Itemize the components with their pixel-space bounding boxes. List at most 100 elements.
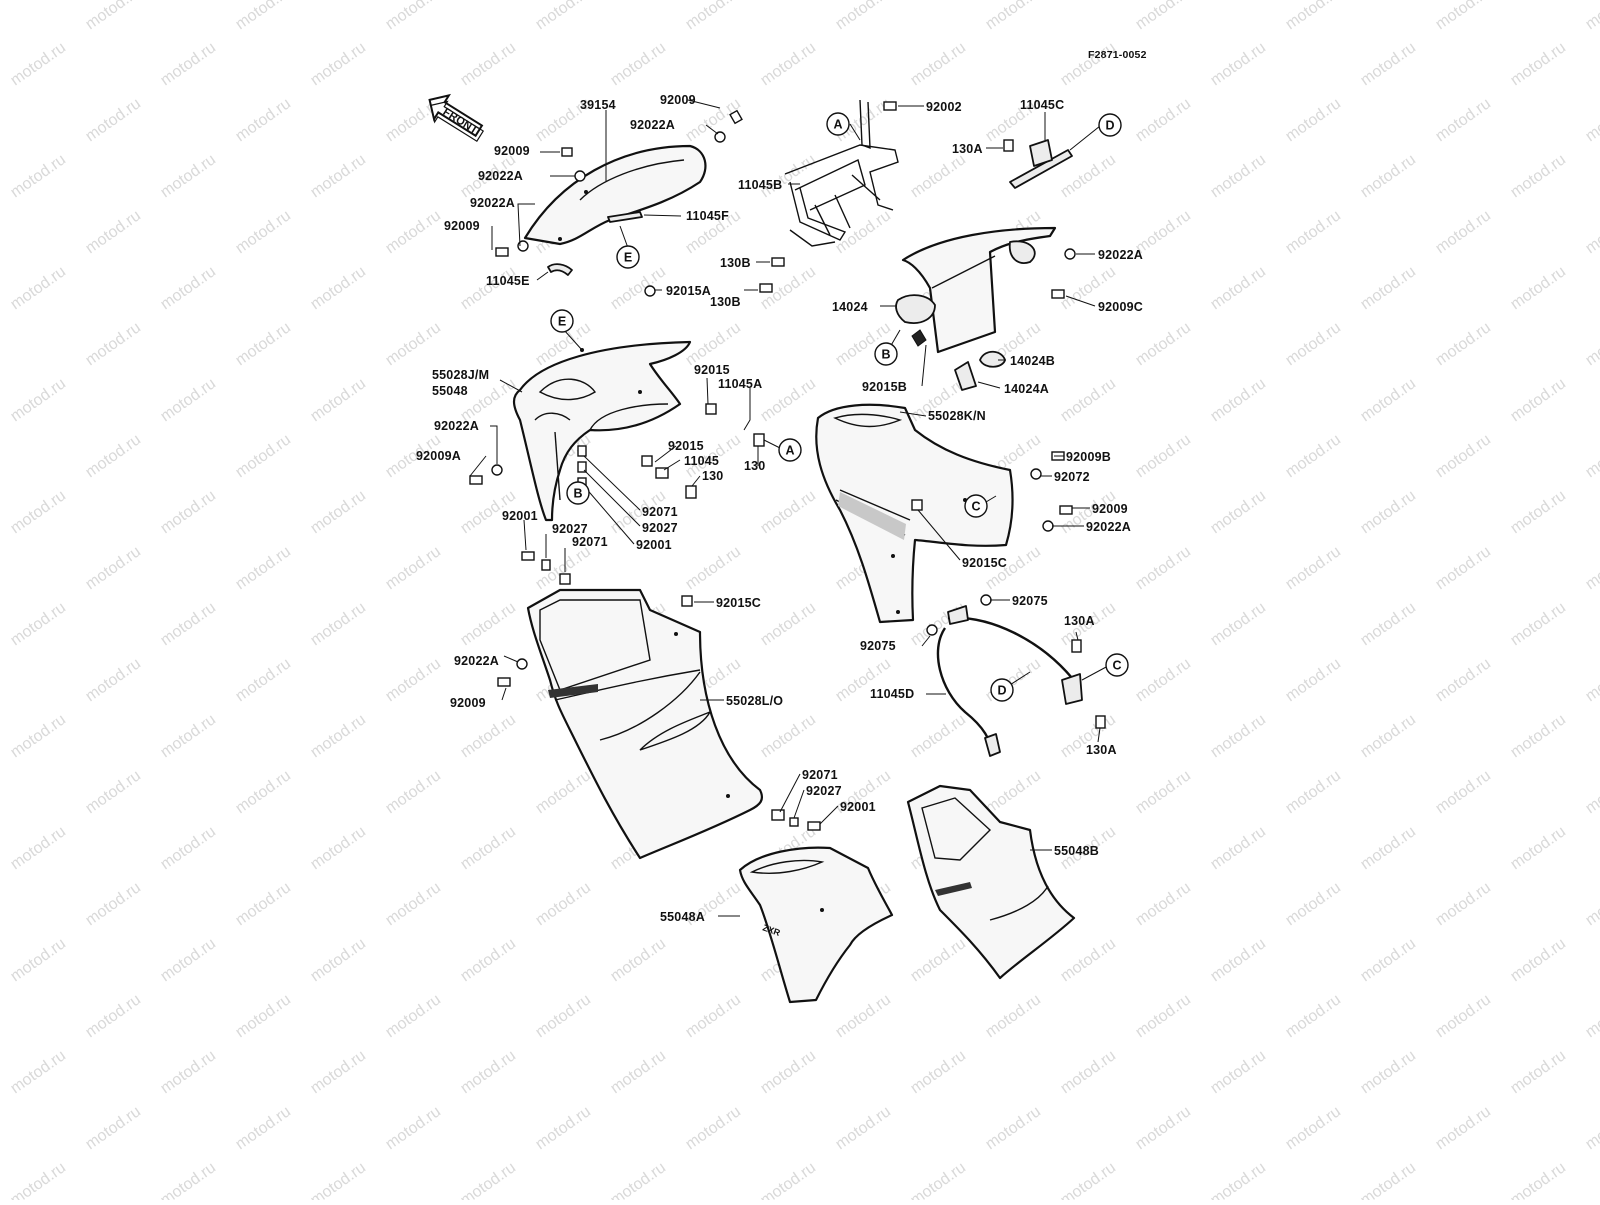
watermark-text: motod.ru xyxy=(1508,1047,1569,1097)
part-label: 130A xyxy=(1064,614,1095,628)
watermark-text: motod.ru xyxy=(383,319,444,369)
marker-B: B xyxy=(566,481,590,505)
watermark-text: motod.ru xyxy=(1058,39,1119,89)
watermark-text: motod.ru xyxy=(1433,991,1494,1041)
watermark-text: motod.ru xyxy=(158,151,219,201)
bracket-11045F xyxy=(607,211,643,223)
part-label: 39154 xyxy=(580,98,616,112)
watermark-text: motod.ru xyxy=(533,0,594,33)
watermark-text: motod.ru xyxy=(608,1047,669,1097)
watermark-text: motod.ru xyxy=(1433,879,1494,929)
part-label: 92015 xyxy=(694,363,730,377)
watermark-text: motod.ru xyxy=(1208,1047,1269,1097)
diagram-code: F2871-0052 xyxy=(1088,49,1147,61)
watermark-text: motod.ru xyxy=(8,599,69,649)
part-label: 55048B xyxy=(1054,844,1099,858)
watermark-text: motod.ru xyxy=(1358,375,1419,425)
watermark-text: motod.ru xyxy=(758,151,819,201)
watermark-text: motod.ru xyxy=(1358,599,1419,649)
watermark-text: motod.ru xyxy=(383,0,444,33)
watermark-text: motod.ru xyxy=(1583,207,1600,257)
part-label: 92002 xyxy=(926,100,962,114)
watermark-text: motod.ru xyxy=(1433,319,1494,369)
part-label: 92015C xyxy=(716,596,761,610)
part-label: 92001 xyxy=(636,538,672,552)
part-label: 92009 xyxy=(494,144,530,158)
watermark-text: motod.ru xyxy=(608,39,669,89)
watermark-text: motod.ru xyxy=(833,1103,894,1153)
svg-text:D: D xyxy=(1105,119,1114,133)
watermark-text: motod.ru xyxy=(1433,1103,1494,1153)
watermark-text: motod.ru xyxy=(383,1103,444,1153)
marker-C: C xyxy=(1105,653,1129,677)
watermark-text: motod.ru xyxy=(383,991,444,1041)
svg-text:C: C xyxy=(1112,659,1121,673)
watermark-text: motod.ru xyxy=(683,543,744,593)
watermark-text: motod.ru xyxy=(1208,1159,1269,1200)
part-label: 92075 xyxy=(860,639,896,653)
watermark-text: motod.ru xyxy=(758,39,819,89)
part-label: 130 xyxy=(702,469,723,483)
watermark-text: motod.ru xyxy=(1508,375,1569,425)
part-label: 92015A xyxy=(666,284,711,298)
watermark-text: motod.ru xyxy=(983,655,1044,705)
watermark-text: motod.ru xyxy=(1583,1103,1600,1153)
part-label: 92071 xyxy=(802,768,838,782)
watermark-text: motod.ru xyxy=(833,0,894,33)
part-label: 92015C xyxy=(962,556,1007,570)
part-label: 11045B xyxy=(738,178,782,192)
watermark-text: motod.ru xyxy=(1358,1159,1419,1200)
watermark-text: motod.ru xyxy=(83,0,144,33)
watermark-text: motod.ru xyxy=(233,991,294,1041)
part-label: 11045C xyxy=(1020,98,1064,112)
watermark-text: motod.ru xyxy=(908,39,969,89)
watermark-text: motod.ru xyxy=(758,1047,819,1097)
watermark-text: motod.ru xyxy=(1283,207,1344,257)
part-label: 92015B xyxy=(862,380,907,394)
watermark-text: motod.ru xyxy=(158,375,219,425)
watermark-text: motod.ru xyxy=(1208,151,1269,201)
svg-text:B: B xyxy=(573,487,582,501)
part-label: 92022A xyxy=(1098,248,1143,262)
marker-E: E xyxy=(616,245,640,269)
watermark-text: motod.ru xyxy=(158,823,219,873)
watermark-text: motod.ru xyxy=(683,991,744,1041)
watermark-text: motod.ru xyxy=(758,1159,819,1200)
watermark-text: motod.ru xyxy=(608,1159,669,1200)
watermark-text: motod.ru xyxy=(1133,991,1194,1041)
watermark-text: motod.ru xyxy=(83,767,144,817)
watermark-text: motod.ru xyxy=(458,1159,519,1200)
part-label: 92022A xyxy=(454,654,499,668)
part-label: 92022A xyxy=(630,118,675,132)
watermark-text: motod.ru xyxy=(308,263,369,313)
watermark-text: motod.ru xyxy=(83,879,144,929)
watermark-text: motod.ru xyxy=(1208,935,1269,985)
watermark-text: motod.ru xyxy=(1508,711,1569,761)
svg-text:A: A xyxy=(785,444,794,458)
watermark-text: motod.ru xyxy=(308,151,369,201)
watermark-text: motod.ru xyxy=(758,711,819,761)
watermark-text: motod.ru xyxy=(1433,95,1494,145)
part-label: 92001 xyxy=(502,509,538,523)
watermark-text: motod.ru xyxy=(683,319,744,369)
watermark-text: motod.ru xyxy=(158,487,219,537)
svg-text:B: B xyxy=(881,348,890,362)
watermark-text: motod.ru xyxy=(1433,0,1494,33)
watermark-text: motod.ru xyxy=(458,1047,519,1097)
marker-A: A xyxy=(826,112,850,136)
watermark-text: motod.ru xyxy=(1433,207,1494,257)
marker-B: B xyxy=(874,342,898,366)
lower-panel-55048B xyxy=(906,784,1076,980)
part-label: 130A xyxy=(1086,743,1117,757)
watermark-text: motod.ru xyxy=(308,1159,369,1200)
watermark-text: motod.ru xyxy=(458,263,519,313)
watermark-text: motod.ru xyxy=(383,207,444,257)
watermark-text: motod.ru xyxy=(233,319,294,369)
watermark-text: motod.ru xyxy=(1208,711,1269,761)
watermark-text: motod.ru xyxy=(1358,39,1419,89)
part-label: 92015 xyxy=(668,439,704,453)
part-label: 11045 xyxy=(684,454,719,468)
marker-E: E xyxy=(550,309,574,333)
watermark-text: motod.ru xyxy=(608,263,669,313)
